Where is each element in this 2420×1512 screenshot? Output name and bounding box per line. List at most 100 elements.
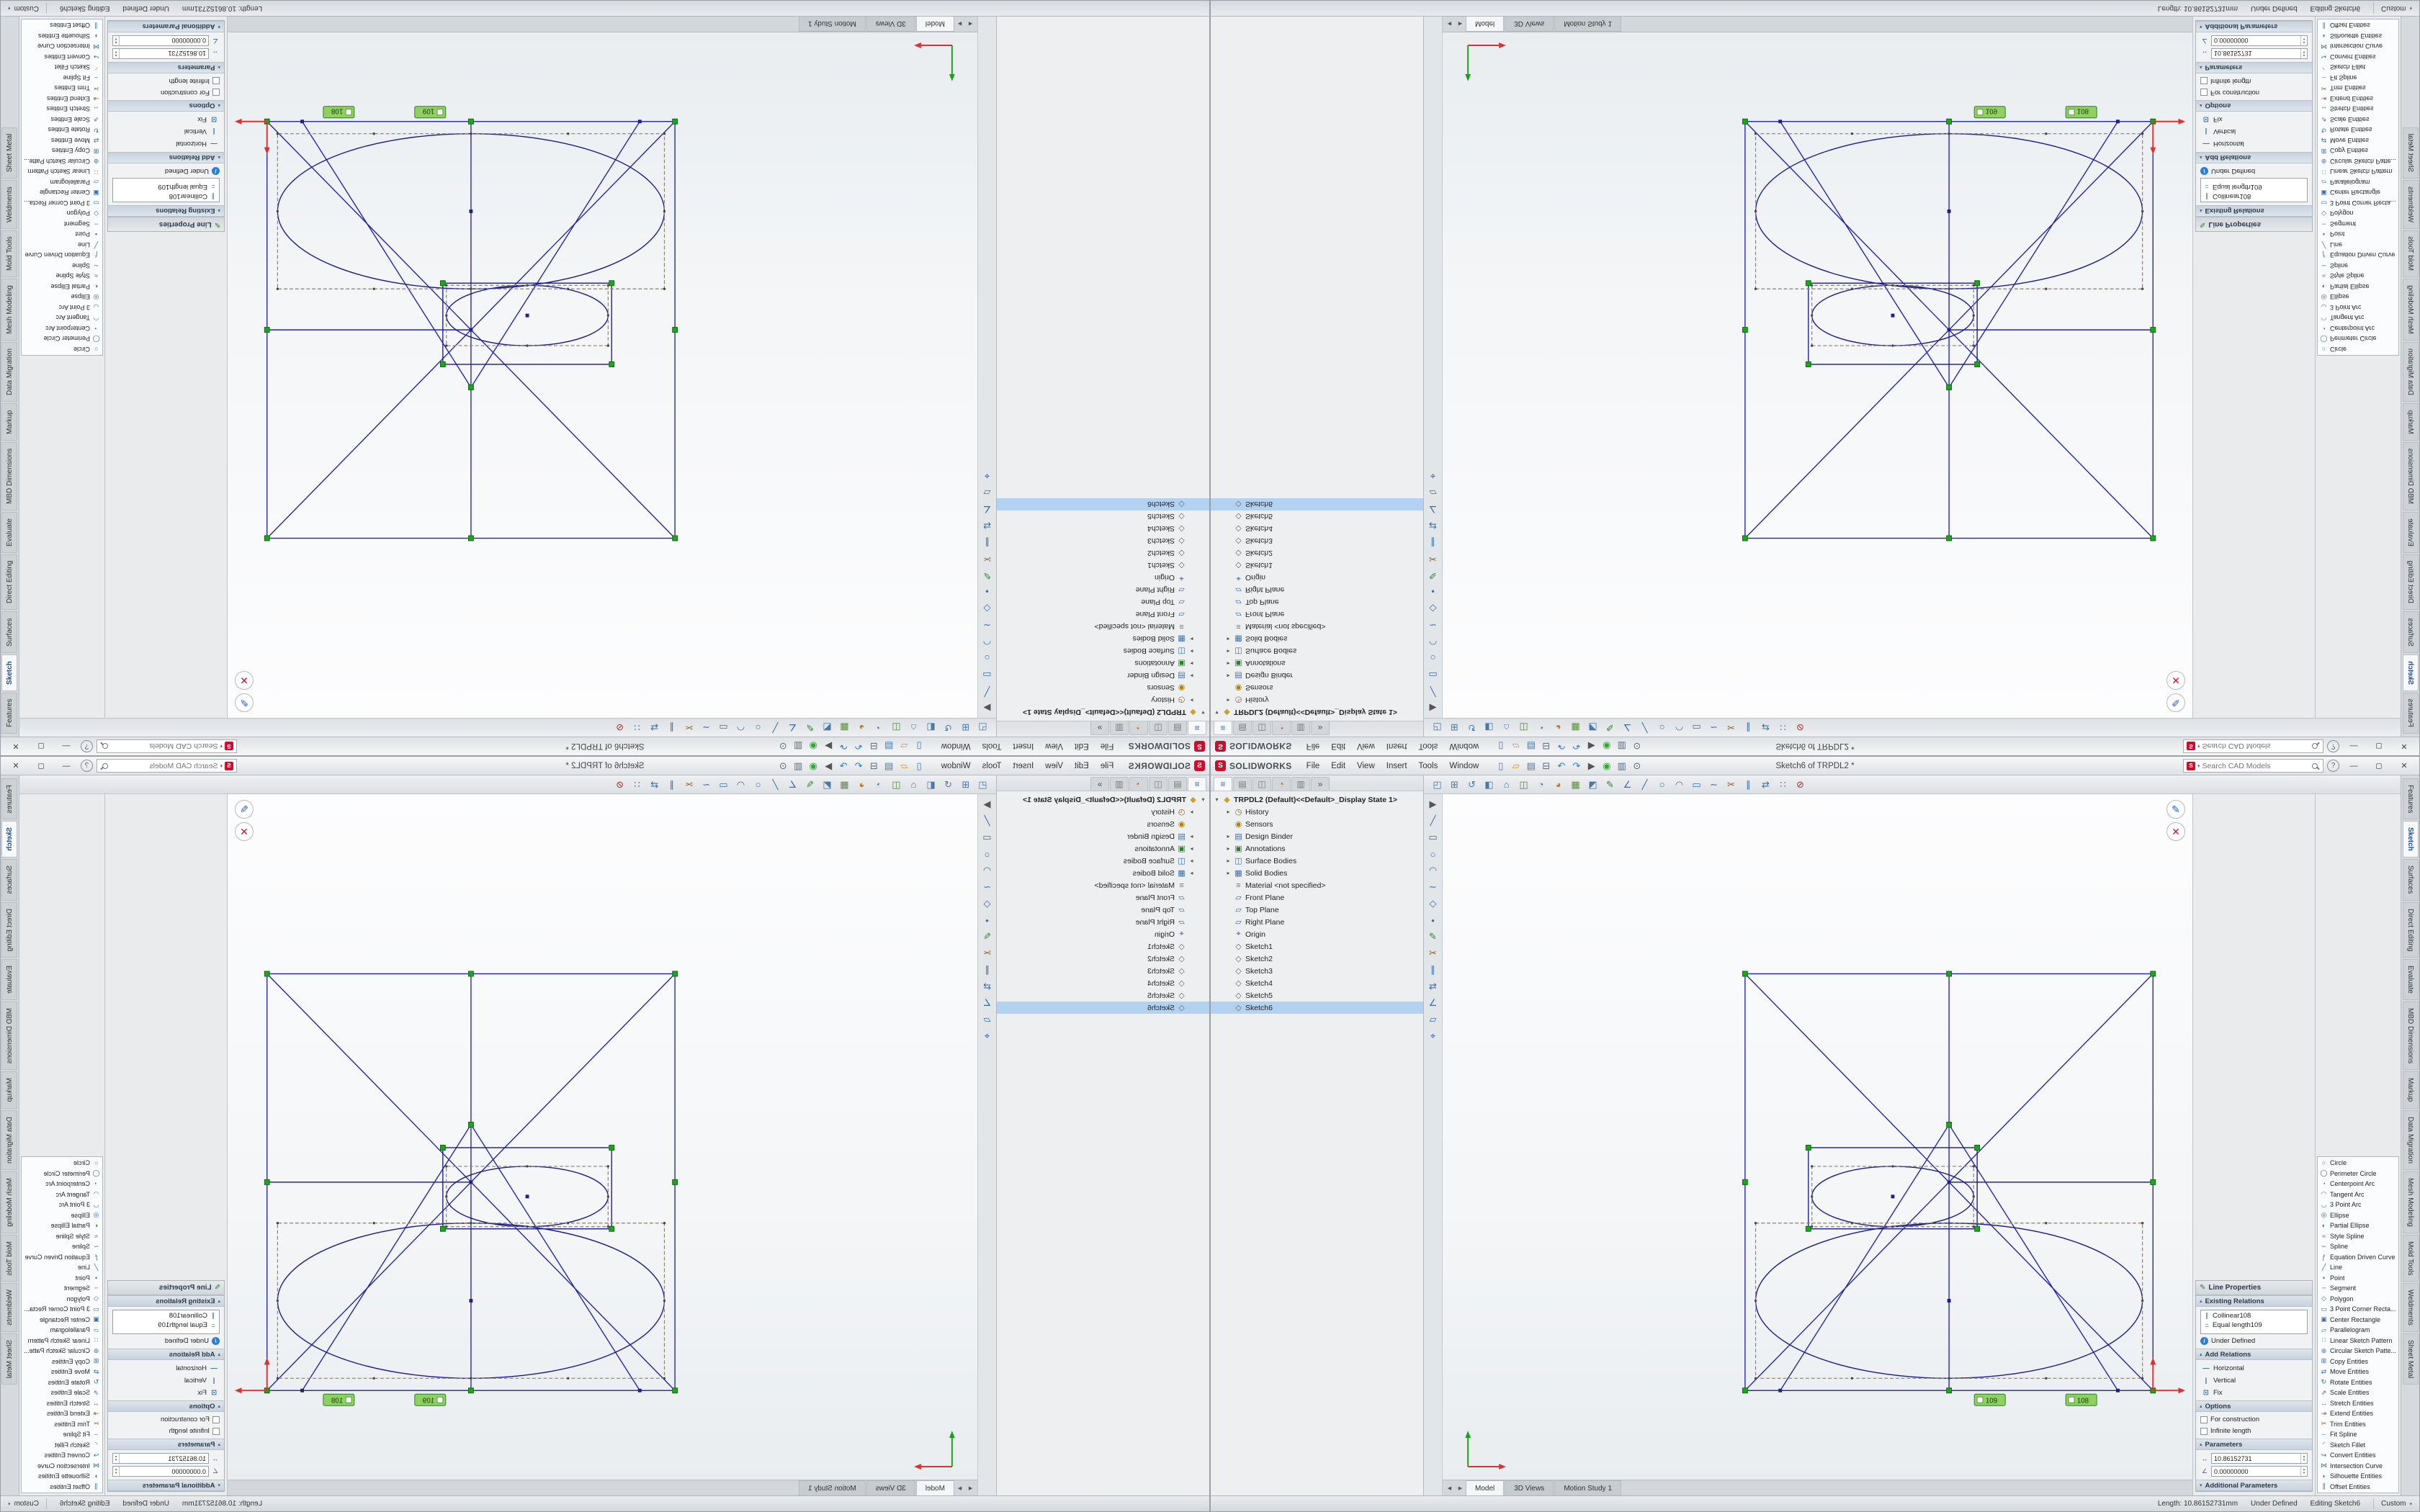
chevron-down-icon[interactable] [220, 744, 223, 750]
tree-item-material[interactable]: ≡ Material <not specified> [1211, 879, 1423, 891]
spinner-up-icon[interactable] [2301, 54, 2307, 58]
tree-item-annotations[interactable]: ▸ ▣ Annotations [1211, 842, 1423, 855]
mirror-tool-icon[interactable]: ⇄ [983, 521, 991, 531]
tab-markup[interactable]: Markup [2402, 1071, 2419, 1109]
pattern-icon[interactable]: ∷ [1780, 722, 1786, 734]
restore-button[interactable]: ◻ [37, 762, 45, 770]
featuremanager-tab[interactable]: ≡ [1188, 721, 1206, 735]
tool-silhouette-entities[interactable]: ◗ Silhouette Entities [22, 1471, 102, 1482]
tree-item-right-plane[interactable]: ▱ Right Plane [997, 584, 1209, 596]
menu-item[interactable]: Tools [1418, 742, 1438, 751]
tool-circle[interactable]: ○ Circle [22, 1158, 102, 1169]
for-construction-checkbox[interactable]: For construction [112, 88, 220, 97]
tool-intersection-curve[interactable]: ⋈ Intersection Curve [2318, 41, 2398, 52]
section-parameters[interactable]: Parameters [2195, 62, 2312, 73]
minimize-button[interactable]: — [62, 742, 71, 751]
menu-item[interactable]: View [1357, 742, 1375, 751]
section-add-relations[interactable]: Add Relations [108, 1349, 225, 1360]
section-existing-relations[interactable]: Existing Relations [2195, 1295, 2312, 1307]
add-relation-fix[interactable]: ⊡ Fix [112, 114, 220, 125]
tool-line[interactable]: ╱ Line [22, 1262, 102, 1273]
tool-3-point-corner-rectangle[interactable]: ▭ 3 Point Corner Recta... [2318, 198, 2398, 209]
tree-item-solid-bodies[interactable]: ▸ ▦ Solid Bodies [1211, 867, 1423, 879]
tool-trim-entities[interactable]: ✂ Trim Entities [22, 1419, 102, 1430]
tool-centerpoint-arc[interactable]: ◔ Centerpoint Arc [22, 323, 102, 334]
origin-marker[interactable] [234, 1357, 270, 1394]
spinner-field[interactable] [2210, 1466, 2308, 1477]
smart-dimension-icon[interactable]: ∠ [788, 722, 797, 734]
checkbox[interactable] [212, 77, 220, 85]
print-icon[interactable]: ⊟ [869, 741, 878, 752]
tab-data-migration[interactable]: Data Migration [2402, 342, 2419, 402]
tab-motion-study[interactable]: Motion Study 1 [798, 17, 866, 32]
mirror-tool-icon[interactable]: ⇄ [1429, 981, 1437, 991]
view-orientation-icon[interactable]: ⌂ [910, 779, 917, 790]
previous-view-icon[interactable]: ↺ [944, 722, 952, 734]
save-icon[interactable]: ▤ [884, 741, 894, 752]
parameter-input[interactable] [120, 50, 209, 58]
line-tool-icon[interactable]: ╱ [1430, 815, 1436, 826]
section-existing-relations[interactable]: Existing Relations [108, 205, 225, 217]
tree-item-history[interactable]: ▸ ◷ History [997, 694, 1209, 706]
tab-mbd-dimensions[interactable]: MBD Dimensions [1, 1002, 18, 1071]
parameter-input[interactable] [2211, 1454, 2300, 1462]
menu-item[interactable]: Tools [982, 742, 1002, 751]
circle-icon[interactable]: ○ [755, 779, 761, 790]
tab-evaluate[interactable]: Evaluate [2402, 511, 2419, 553]
tool-rotate-entities[interactable]: ↻ Rotate Entities [22, 125, 102, 135]
open-icon[interactable]: ▱ [900, 760, 908, 771]
chevron-down-icon[interactable] [220, 763, 223, 769]
tree-item-design-binder[interactable]: ▸ ▤ Design Binder [1211, 670, 1423, 682]
tool-linear-sketch-pattern[interactable]: ∷ Linear Sketch Pattern [2318, 1336, 2398, 1346]
relation-equal-length[interactable]: = Equal length109 [2202, 1320, 2306, 1330]
spinner-arrows[interactable] [2300, 49, 2307, 58]
parameter-length[interactable]: ↔ [112, 48, 220, 59]
search-box[interactable]: S [97, 759, 237, 773]
displaymanager-tab[interactable]: ▥ [1110, 777, 1129, 791]
propertymanager-tab[interactable]: ▤ [1233, 721, 1252, 735]
relation-collinear[interactable]: ∥ Collinear108 [114, 1311, 218, 1320]
add-relation-vertical[interactable]: | Vertical [2200, 1375, 2308, 1385]
section-additional-parameters[interactable]: Additional Parameters [108, 1480, 225, 1491]
tool-3-point-corner-rectangle[interactable]: ▭ 3 Point Corner Recta... [2318, 1304, 2398, 1315]
tool-tangent-arc[interactable]: ◠ Tangent Arc [2318, 1189, 2398, 1200]
search-magnifier-icon[interactable] [102, 743, 108, 750]
dimension-tool-icon[interactable]: ∠ [1428, 504, 1438, 515]
select-tool-icon[interactable]: ▶ [1429, 798, 1437, 809]
sketch-edit-icon[interactable]: ✎ [1429, 931, 1437, 942]
line-icon[interactable]: ╱ [1641, 722, 1648, 734]
dimension-callout-108[interactable]: 108 [2065, 106, 2097, 119]
redo-icon[interactable]: ↷ [1572, 760, 1581, 771]
help-button[interactable]: ? [2327, 740, 2339, 752]
spline-tool-icon[interactable]: ∼ [983, 620, 991, 631]
redo-icon[interactable]: ↷ [839, 760, 848, 771]
tab-markup[interactable]: Markup [1, 403, 18, 441]
apply-scene-icon[interactable]: ▦ [1571, 778, 1580, 790]
spinner-arrows[interactable] [113, 1467, 120, 1476]
tool-parallelogram[interactable]: ▱ Parallelogram [2318, 177, 2398, 188]
tab-surfaces[interactable]: Surfaces [2402, 859, 2419, 901]
spinner-field[interactable] [112, 48, 210, 59]
plane-tool-icon[interactable]: ▱ [1429, 1014, 1437, 1025]
origin-tool-icon[interactable]: ⌖ [1430, 1030, 1436, 1041]
offset-tool-icon[interactable]: ∥ [1430, 537, 1435, 548]
section-additional-parameters[interactable]: Additional Parameters [2195, 1480, 2312, 1491]
tool-sketch-fillet[interactable]: ◜ Sketch Fillet [22, 1440, 102, 1451]
apply-scene-icon[interactable]: ▦ [840, 778, 849, 790]
sketch-points[interactable] [1778, 1180, 2120, 1392]
tree-item-sketch5[interactable]: ◇ Sketch5 [1211, 989, 1423, 1002]
point-tool-icon[interactable]: • [1431, 586, 1435, 598]
menu-item[interactable]: Insert [1013, 742, 1034, 751]
spline-tool-icon[interactable]: ∼ [1429, 620, 1437, 631]
display-delete-icon[interactable]: ⊘ [1796, 722, 1804, 734]
sketch-canvas[interactable]: 109 108 [1443, 794, 2192, 1480]
tree-root[interactable]: ▾ ◆ TRPDL2 (Default)<<Default>_Display S… [1211, 706, 1423, 719]
point-tool-icon[interactable]: • [1431, 914, 1435, 926]
expander-icon[interactable]: ▾ [1215, 796, 1219, 803]
section-existing-relations[interactable]: Existing Relations [108, 1295, 225, 1307]
existing-relations-list[interactable]: ∥ Collinear108 = Equal length109 [112, 178, 220, 202]
cancel-sketch-button[interactable]: ✕ [235, 822, 254, 841]
tab-weldments[interactable]: Weldments [2402, 179, 2419, 229]
options-icon[interactable]: ⊙ [779, 760, 787, 771]
tree-item-material[interactable]: ≡ Material <not specified> [1211, 621, 1423, 633]
